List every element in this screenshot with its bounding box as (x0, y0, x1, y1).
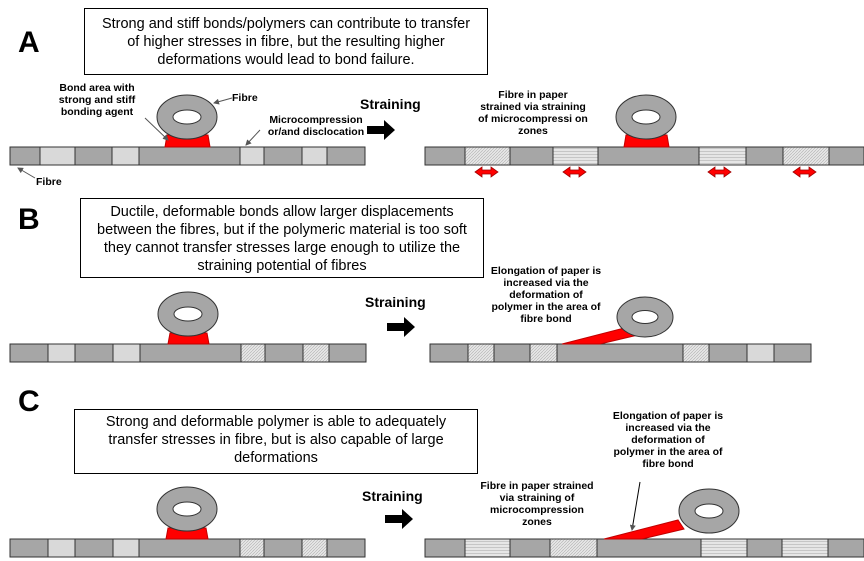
pointer-microcompression (245, 129, 261, 146)
label-fibre-bottom: Fibre (36, 176, 62, 188)
panel-a-right-fibre-strip (424, 146, 864, 166)
panel-c-straining-arrow (385, 509, 413, 529)
label-strained-c: Fibre in paper strained via straining of… (480, 480, 594, 528)
label-fibre-top: Fibre (232, 92, 258, 104)
panel-b-left-fibre-strip (9, 343, 367, 363)
panel-letter-a: A (18, 26, 40, 59)
straining-label-b: Straining (365, 294, 426, 310)
panel-c-left-fibre-strip (9, 538, 366, 558)
straining-label-c: Straining (362, 488, 423, 504)
panel-c-left-fibre-cross-section (156, 486, 218, 532)
straining-label-a: Straining (360, 96, 421, 112)
pointer-fibre-bottom (17, 167, 36, 179)
panel-letter-c: C (18, 385, 40, 418)
pointer-bond-area (144, 117, 169, 141)
panel-c-right-bond (603, 519, 685, 540)
panel-b-description: Ductile, deformable bonds allow larger d… (80, 198, 484, 278)
label-elongation-c: Elongation of paper is increased via the… (612, 410, 724, 470)
panel-c-right-fibre-strip (424, 538, 864, 558)
panel-c-description: Strong and deformable polymer is able to… (74, 409, 478, 474)
pointer-elongation-c (629, 481, 641, 531)
panel-a-straining-arrow (367, 120, 395, 140)
pointer-fibre-top (213, 97, 233, 105)
label-strained-a: Fibre in paper strained via straining of… (478, 89, 588, 137)
panel-c-left-bond (165, 527, 209, 540)
panel-b-left-bond (167, 332, 210, 345)
panel-b-left-fibre-cross-section (157, 291, 219, 337)
panel-letter-b: B (18, 203, 40, 236)
label-bond-area: Bond area with strong and stiff bonding … (58, 82, 136, 118)
panel-a-left-fibre-strip (9, 146, 366, 166)
label-microcompression: Microcompression or/and disclocation (267, 114, 365, 138)
panel-a-description: Strong and stiff bonds/polymers can cont… (84, 8, 488, 75)
label-elongation-b: Elongation of paper is increased via the… (490, 265, 602, 325)
panel-b-right-fibre-strip (429, 343, 812, 363)
panel-a-right-fibre-cross-section (615, 94, 677, 140)
panel-a-strain-arrows (474, 166, 817, 178)
panel-c-right-fibre-cross-section (678, 488, 740, 534)
panel-b-straining-arrow (387, 317, 415, 337)
panel-b-right-fibre-cross-section (616, 296, 674, 338)
panel-a-left-fibre-cross-section (156, 94, 218, 140)
